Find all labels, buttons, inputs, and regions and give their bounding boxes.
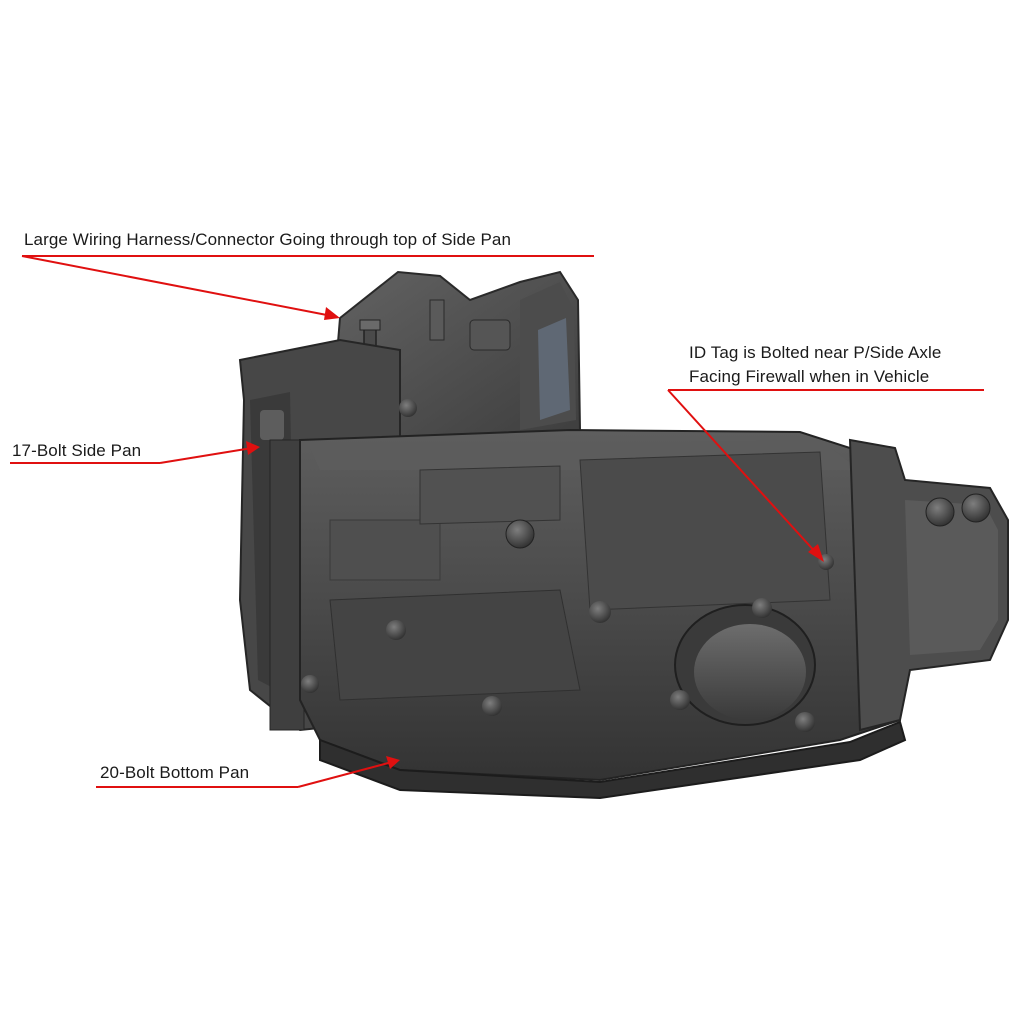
bottom-pan-callout-label: 20-Bolt Bottom Pan [100,763,250,782]
harness-arrowhead [324,307,340,320]
id-tag-callout-label-line-1: ID Tag is Bolted near P/Side Axle [689,343,942,362]
bottom-pan-pointer [297,761,393,788]
side-pan-arrowhead [246,441,260,455]
callout-arrowheads [246,307,824,769]
callout-lines [10,255,984,788]
harness-pointer [21,255,333,317]
side-pan-callout-label: 17-Bolt Side Pan [12,441,142,460]
converter-glimpse [538,318,570,420]
bottom-pan [319,720,907,800]
servo-cover [670,598,816,732]
bolts [301,399,834,716]
id-tag-callout-label-line-2: Facing Firewall when in Vehicle [689,367,930,386]
output-housing [848,438,1009,732]
side-pan-pointer [159,447,253,464]
id-tag-pointer [667,389,819,556]
id-tag-arrowhead [808,544,824,562]
harness-callout-label: Large Wiring Harness/Connector Going thr… [24,230,511,249]
bottom-pan-arrowhead [386,756,400,769]
